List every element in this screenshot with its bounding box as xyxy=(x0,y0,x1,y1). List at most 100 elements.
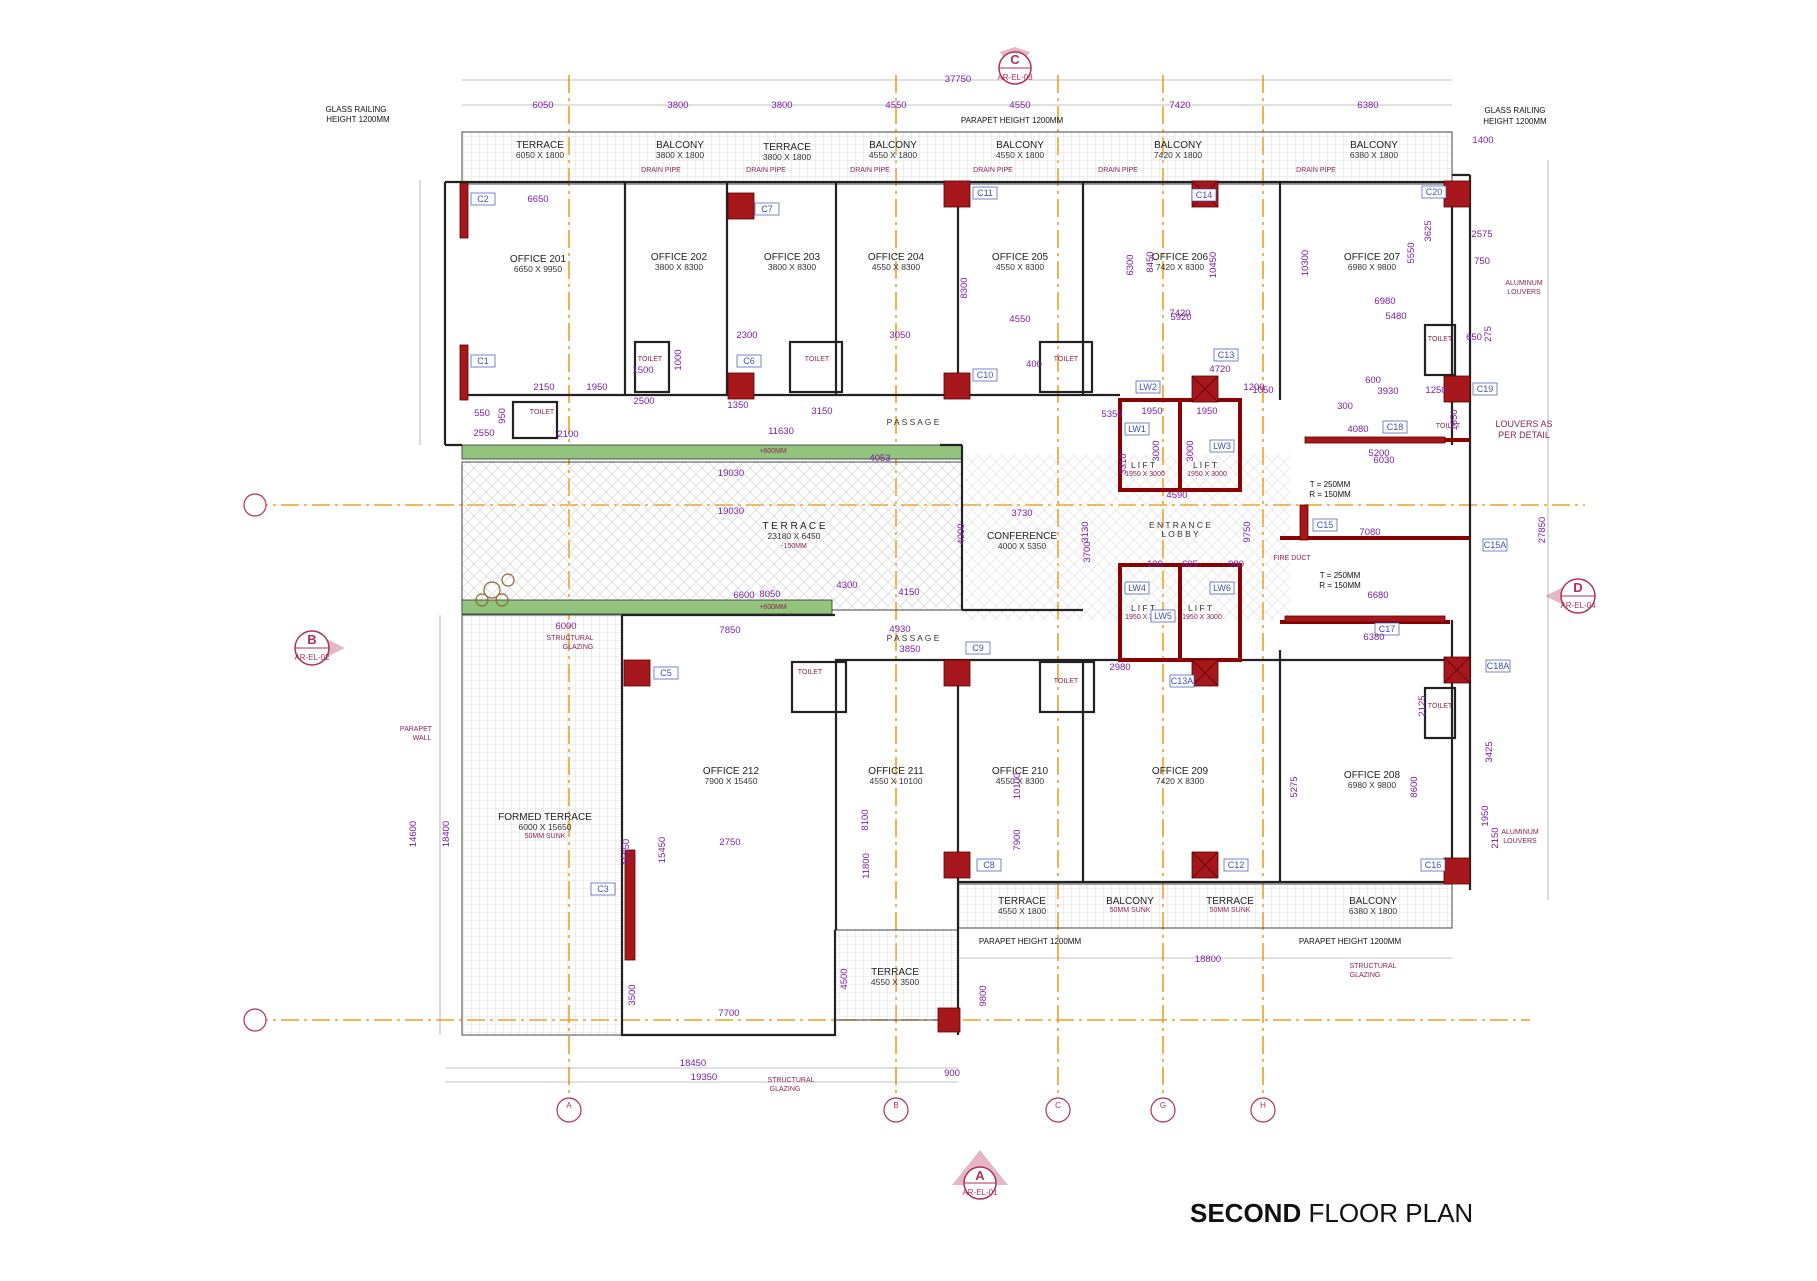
dim-misc-45: 600 xyxy=(1365,375,1381,386)
dim-misc-25: 1950 xyxy=(1196,406,1217,417)
column-tag-c14: C14 xyxy=(1196,190,1213,200)
column-tag-c8: C8 xyxy=(983,860,995,870)
dimension-text: 37750 6050 3800 3800 4550 4550 7420 6380… xyxy=(532,74,1548,1083)
column-tag-c17: C17 xyxy=(1379,624,1396,634)
dim-misc-43: 1250 xyxy=(1425,385,1446,396)
office-211-name: OFFICE 211 xyxy=(868,766,924,777)
column-tag-lw2: LW2 xyxy=(1139,382,1157,392)
structural-glazing-3a: STRUCTURAL xyxy=(1349,963,1396,970)
dim-misc-62: 2300 xyxy=(736,330,757,341)
office-204-dims: 4550 X 8300 xyxy=(872,262,920,272)
section-marker-bottom: A AR-EL-01 xyxy=(952,1150,1008,1200)
column-tag-lw5: LW5 xyxy=(1154,611,1172,621)
bottom-balcony-2-name: BALCONY xyxy=(1106,896,1154,907)
bottom-balcony-1-name: TERRACE xyxy=(998,896,1046,907)
column-tag-box-c20 xyxy=(1421,185,1447,199)
dim-misc-11: 8050 xyxy=(759,589,780,600)
top-balcony-3-dims: 3800 X 1800 xyxy=(763,152,811,162)
structural-glazing-1a: STRUCTURAL xyxy=(546,635,593,642)
dim-misc-83: 2150 xyxy=(1490,827,1501,848)
dim-misc-82: 1950 xyxy=(1480,805,1491,826)
dim-misc-80: 5275 xyxy=(1289,776,1300,797)
glass-railing-left-2: HEIGHT 1200MM xyxy=(326,115,390,124)
office-205-name: OFFICE 205 xyxy=(992,252,1049,263)
dim-misc-81: 3425 xyxy=(1484,741,1495,762)
toilet-label-1: TOILET xyxy=(638,356,663,363)
lift-dims-4: 1950 X 3000 xyxy=(1182,614,1222,621)
office-210-name: OFFICE 210 xyxy=(992,766,1049,777)
dim-misc-14: 7850 xyxy=(719,625,740,636)
column-tag-box-c14 xyxy=(1191,188,1217,202)
parapet-top: PARAPET HEIGHT 1200MM xyxy=(961,116,1064,125)
stair-r2: R = 150MM xyxy=(1319,581,1361,590)
office-212-name: OFFICE 212 xyxy=(703,766,760,777)
dim-misc-23: 4720 xyxy=(1209,364,1230,375)
column-c5 xyxy=(623,659,651,687)
top-balcony-5-dims: 4550 X 1800 xyxy=(996,150,1044,160)
lift-label-1: L I F T xyxy=(1131,460,1155,470)
column-tag-box-c7 xyxy=(754,202,780,216)
dim-misc-33: 7420 xyxy=(1169,308,1190,319)
dim-misc-49: 10450 xyxy=(1208,252,1219,278)
level-600-top: +600MM xyxy=(759,448,787,455)
office-202-dims: 3800 X 8300 xyxy=(655,262,703,272)
column-tag-box-c9 xyxy=(965,641,991,655)
dim-misc-26: 3000 xyxy=(1151,440,1162,461)
dim-misc-18: 4300 xyxy=(836,580,857,591)
section-marker-left: B AR-EL-02 xyxy=(294,630,345,666)
top-balcony-4-dims: 4550 X 1800 xyxy=(869,150,917,160)
drain-pipe-2: DRAIN PIPE xyxy=(746,167,786,174)
dim-misc-71: 15650 xyxy=(621,839,632,865)
dim-misc-78: 9800 xyxy=(978,985,989,1006)
drain-pipe-4: DRAIN PIPE xyxy=(973,167,1013,174)
dim-misc-9: 19030 xyxy=(718,506,744,517)
column-tag-c10: C10 xyxy=(977,370,994,380)
column-tag-c9: C9 xyxy=(972,643,984,653)
office-205-dims: 4550 X 8300 xyxy=(996,262,1044,272)
louvers-detail-2: PER DETAIL xyxy=(1498,430,1550,440)
column-tag-box-lw4 xyxy=(1124,581,1150,595)
dim-misc-35: 6980 xyxy=(1374,296,1395,307)
bottom-balcony-2-sub: 50MM SUNK xyxy=(1110,907,1151,914)
column-tag-box-c2 xyxy=(470,192,496,206)
top-balcony-7-name: BALCONY xyxy=(1350,140,1398,151)
column-tag-c16: C16 xyxy=(1425,860,1442,870)
dim-misc-34: 5480 xyxy=(1385,311,1406,322)
formed-terrace-name: FORMED TERRACE xyxy=(498,812,592,823)
column-tag-box-c13 xyxy=(1213,348,1239,362)
toilet-label-4: TOILET xyxy=(1428,336,1453,343)
column-tag-c6: C6 xyxy=(743,356,755,366)
drain-pipe-3: DRAIN PIPE xyxy=(850,167,890,174)
conference-name: CONFERENCE xyxy=(987,531,1057,542)
dim-misc-31: 3700 xyxy=(1082,541,1093,562)
dim-misc-65: 2500 xyxy=(633,396,654,407)
column-tags: C1C2C3C5C6C7C8C9C10C11C12C13C13AC14C15C1… xyxy=(470,185,1511,896)
column-tag-box-c11 xyxy=(972,186,998,200)
level-600-bottom: +600MM xyxy=(759,604,787,611)
dim-misc-42: 3930 xyxy=(1377,386,1398,397)
section-bottom-ref: AR-EL-01 xyxy=(962,1188,998,1197)
bottom-balcony-3-name: TERRACE xyxy=(1206,896,1254,907)
dim-top-1: 6050 xyxy=(532,100,553,111)
terrace-main-tag: -150MM xyxy=(781,543,807,550)
column-c3 xyxy=(624,849,636,961)
office-210-dims: 4550 X 8300 xyxy=(996,776,1044,786)
dim-misc-47: 9750 xyxy=(1242,521,1253,542)
dimension-lines xyxy=(419,79,1549,1083)
top-balcony-2-name: BALCONY xyxy=(656,140,704,151)
drain-pipe-1: DRAIN PIPE xyxy=(641,167,681,174)
column-tag-c20: C20 xyxy=(1426,187,1443,197)
column-c8 xyxy=(943,851,971,879)
grid-bubble-c xyxy=(1045,1097,1071,1123)
column-tag-box-lw6 xyxy=(1209,581,1235,595)
column-tag-lw6: LW6 xyxy=(1213,583,1231,593)
section-right-letter: D xyxy=(1573,580,1582,595)
column-tag-c11: C11 xyxy=(977,188,993,198)
column-tag-box-c15 xyxy=(1312,518,1338,532)
dim-misc-59: 1500 xyxy=(632,365,653,376)
toilet-label-2: TOILET xyxy=(805,356,830,363)
plan-title: SECOND FLOOR PLAN xyxy=(1190,1198,1473,1229)
dim-misc-52: 6300 xyxy=(1125,254,1136,275)
column-c18 xyxy=(1304,436,1446,444)
dim-misc-90: 605 xyxy=(1182,559,1198,570)
